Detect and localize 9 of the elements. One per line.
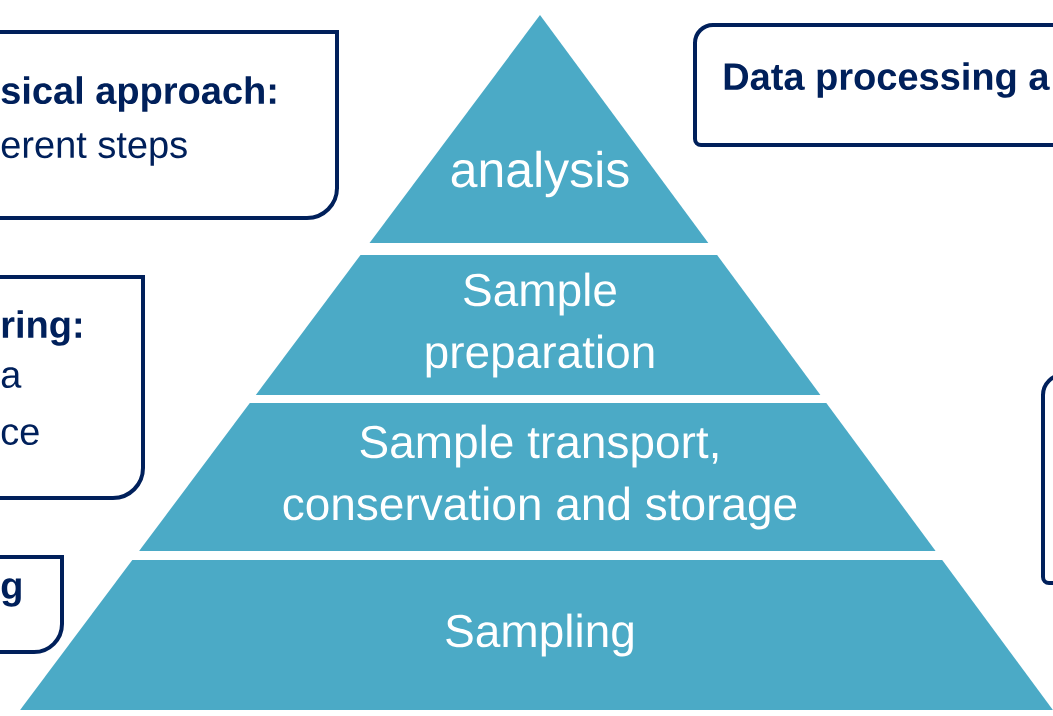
pyramid-layer: Sample preparation xyxy=(255,255,821,395)
text-box: ring: a ce xyxy=(0,275,145,500)
pyramid-layer: Sampling xyxy=(20,560,1053,710)
text-box: sical approach: erent steps xyxy=(0,30,339,220)
text-box xyxy=(1041,373,1053,585)
text-box: g xyxy=(0,555,64,654)
pyramid-layer: analysis xyxy=(369,15,709,243)
text-box: Data processing a xyxy=(693,23,1053,147)
pyramid-layer: Sample transport, conservation and storage xyxy=(139,403,936,551)
